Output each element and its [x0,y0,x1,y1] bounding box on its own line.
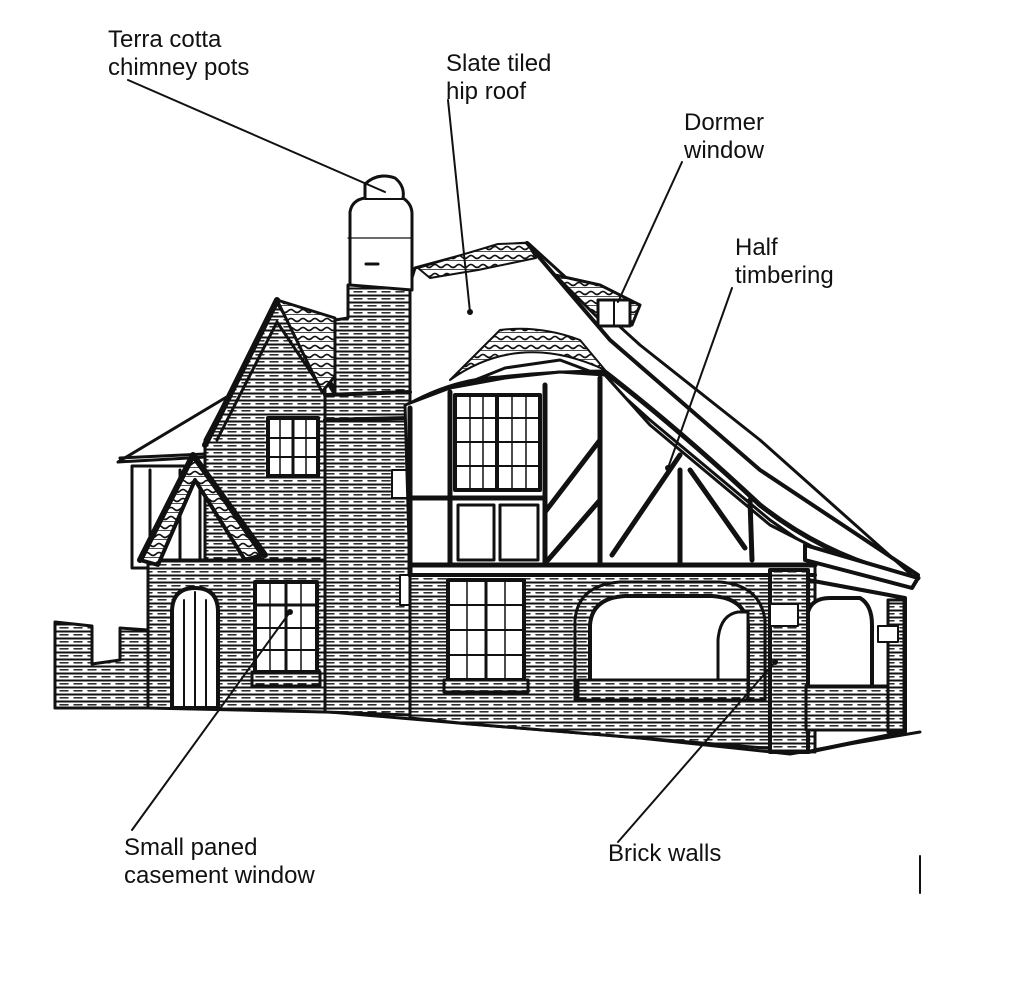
label-casement: Small paned casement window [124,834,315,889]
label-hip-roof: Slate tiled hip roof [446,50,552,105]
upper-main-window [453,393,542,562]
leader-chimney-pots [127,79,386,193]
upper-left-window [266,416,320,478]
garden-wall [53,620,150,710]
label-half-timbering: Half timbering [735,234,834,289]
leader-half-timbering [667,287,733,469]
leader-hip-roof [447,99,471,313]
label-brick: Brick walls [608,840,722,867]
leader-brick [617,661,776,843]
dormer-window-shape [553,273,642,328]
chimney-pot [348,174,414,292]
leader-lines [127,79,776,843]
chimney [323,174,423,717]
leader-dormer [617,161,683,303]
casement-window-left [250,580,322,688]
casement-window-center [442,578,530,694]
label-dormer: Dormer window [684,109,765,164]
leader-casement [131,611,291,831]
arcade [573,568,907,754]
label-chimney-pots: Terra cotta chimney pots [108,26,250,81]
